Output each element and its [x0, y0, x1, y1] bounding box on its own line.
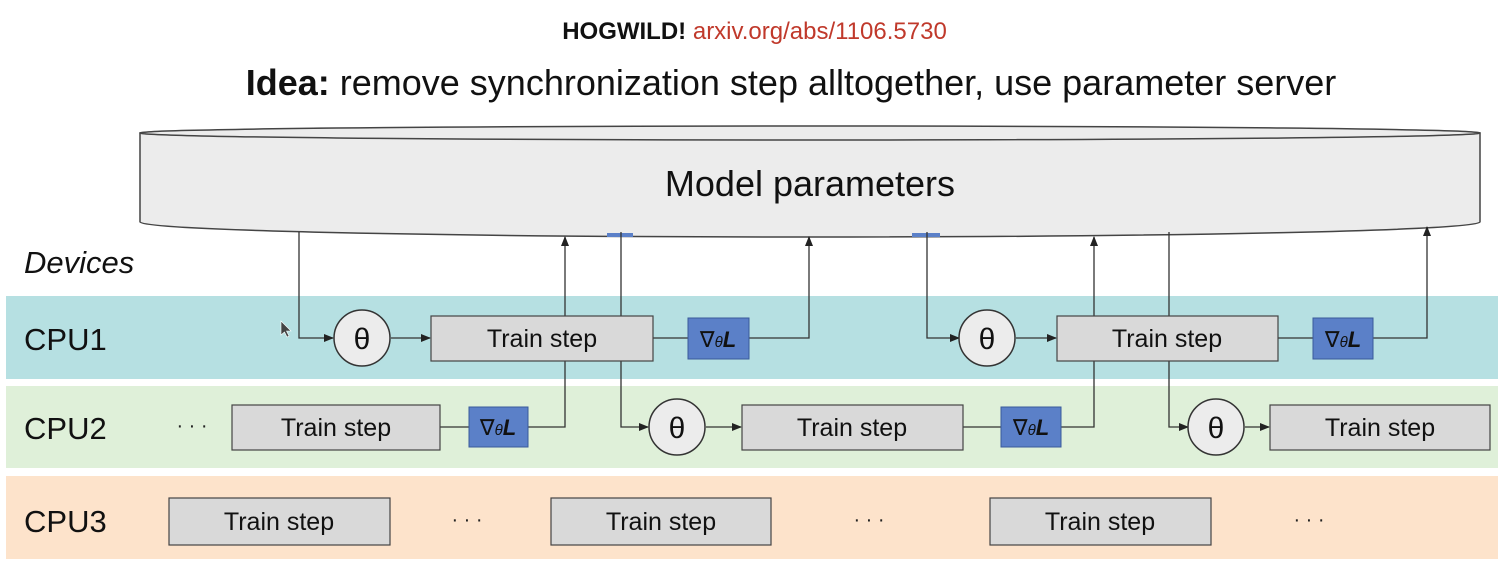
train-step-label: Train step [224, 508, 334, 536]
train-step-label: Train step [797, 414, 907, 442]
gradient-box: ∇θL [687, 317, 750, 360]
theta-node: θ [958, 309, 1016, 367]
train-step-box: Train step [430, 315, 654, 362]
push-line [528, 236, 569, 428]
theta-label: θ [1208, 412, 1225, 445]
parameter-server: Model parameters [139, 125, 1481, 238]
server-label: Model parameters [665, 163, 955, 204]
cpu2-label: CPU2 [24, 411, 107, 446]
train-step-label: Train step [606, 508, 716, 536]
train-step-box: Train step [168, 497, 391, 546]
reference-line: HOGWILD! arxiv.org/abs/1106.5730 [0, 18, 1509, 46]
ellipsis: · · · [451, 509, 482, 531]
server-body [139, 132, 1481, 238]
svg-text:∇θL: ∇θL [1324, 327, 1361, 352]
nabla-symbol: ∇ [479, 415, 495, 440]
gradient-box: ∇θL [1000, 406, 1062, 448]
server-mark [607, 233, 633, 237]
ref-title: HOGWILD! [562, 18, 687, 45]
pull-line [926, 232, 960, 342]
idea-heading: Idea: remove synchronization step alltog… [0, 62, 1509, 104]
svg-text:∇θL: ∇θL [699, 327, 736, 352]
ellipsis: · · · [853, 509, 884, 531]
train-step-box: Train step [989, 497, 1212, 546]
push-line [749, 236, 813, 339]
train-step-box: Train step [550, 497, 772, 546]
push-line [1373, 226, 1431, 339]
grad-subscript: θ [715, 334, 723, 351]
train-step-label: Train step [281, 414, 391, 442]
ellipsis: · · · [176, 415, 207, 437]
idea-text: remove synchronization step alltogether,… [329, 62, 1337, 103]
theta-label: θ [979, 323, 996, 356]
cpu3-label: CPU3 [24, 504, 107, 539]
loss-symbol: L [503, 415, 516, 440]
theta-node: θ [1187, 398, 1245, 456]
theta-node: θ [333, 309, 391, 367]
theta-label: θ [354, 323, 371, 356]
train-step-label: Train step [1045, 508, 1155, 536]
server-top [139, 125, 1481, 141]
pull-line [1168, 232, 1189, 431]
train-step-label: Train step [1112, 325, 1222, 353]
arxiv-link[interactable]: arxiv.org/abs/1106.5730 [692, 18, 947, 45]
train-step-box: Train step [1056, 315, 1279, 362]
loss-symbol: L [723, 327, 736, 352]
server-mark [912, 233, 940, 237]
ellipsis: · · · [1293, 509, 1324, 531]
grad-subscript: θ [1340, 334, 1348, 351]
svg-text:∇θL: ∇θL [479, 415, 516, 440]
cpu1-label: CPU1 [24, 322, 107, 357]
loss-symbol: L [1036, 415, 1049, 440]
train-step-box: Train step [741, 404, 964, 451]
pull-line [298, 232, 334, 342]
svg-text:∇θL: ∇θL [1012, 415, 1049, 440]
train-step-box: Train step [231, 404, 441, 451]
theta-node: θ [648, 398, 706, 456]
gradient-box: ∇θL [468, 406, 529, 448]
nabla-symbol: ∇ [1324, 327, 1340, 352]
train-step-label: Train step [1325, 414, 1435, 442]
theta-label: θ [669, 412, 686, 445]
grad-subscript: θ [495, 422, 503, 439]
grad-subscript: θ [1028, 422, 1036, 439]
idea-label: Idea: [245, 62, 330, 103]
nabla-symbol: ∇ [699, 327, 715, 352]
push-line [1061, 236, 1098, 428]
devices-label: Devices [24, 245, 135, 280]
train-step-box: Train step [1269, 404, 1491, 451]
nabla-symbol: ∇ [1012, 415, 1028, 440]
pull-line [620, 232, 649, 431]
train-step-label: Train step [487, 325, 597, 353]
gradient-box: ∇θL [1312, 317, 1374, 360]
loss-symbol: L [1348, 327, 1361, 352]
mouse-cursor-icon [280, 320, 292, 338]
